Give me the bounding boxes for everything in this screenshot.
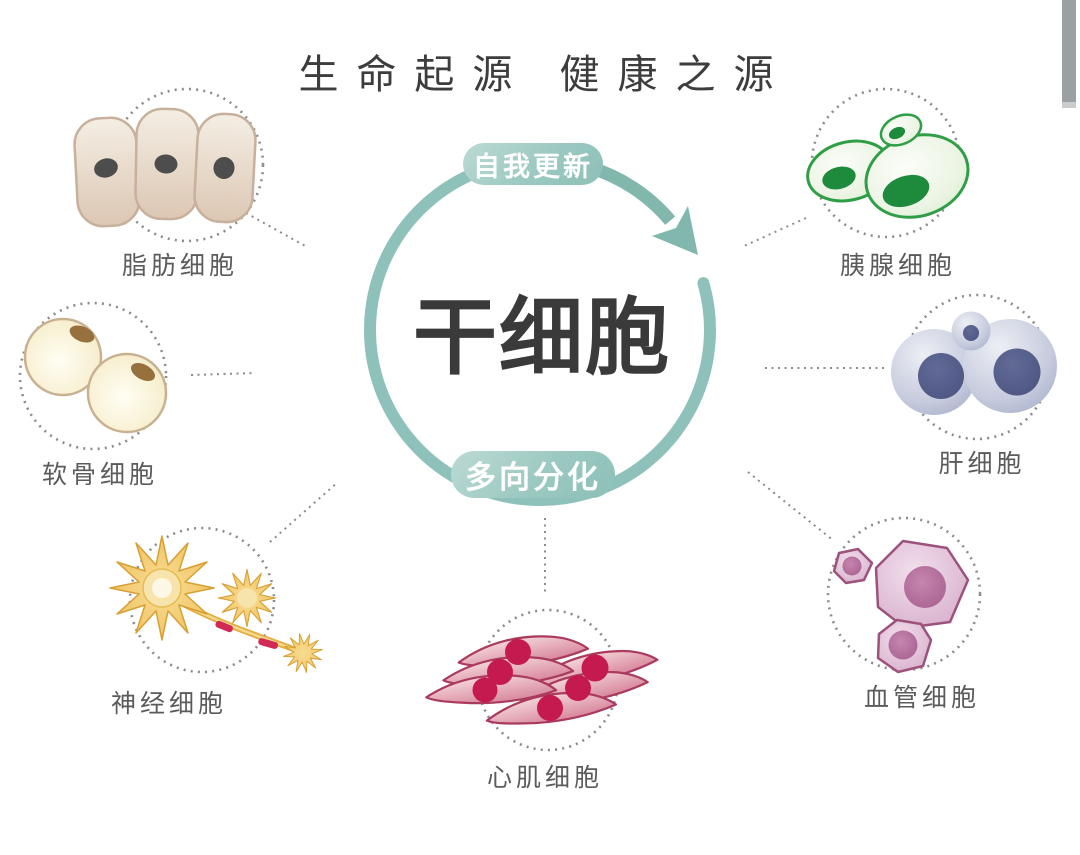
fat-cells-illustration — [73, 107, 257, 228]
stem-cell-label: 干细胞 — [412, 290, 672, 385]
fat-cells-label: 脂肪细胞 — [121, 252, 239, 280]
self-renewal-badge-label: 自我更新 — [473, 151, 593, 182]
connector-vessel — [747, 471, 835, 542]
differentiation-badge: 多向分化 — [451, 451, 615, 498]
dotted-circle-vessel — [826, 516, 982, 672]
connector-fat — [245, 212, 308, 248]
scrollbar-thumb-fade — [1062, 102, 1076, 108]
cartilage-cells-label: 软骨细胞 — [41, 461, 159, 489]
nerve-cells-illustration — [109, 535, 329, 679]
connector-nerve — [269, 481, 339, 543]
self-renewal-badge: 自我更新 — [463, 143, 603, 185]
page-title: 生命起源 健康之源 — [298, 53, 792, 97]
connector-cartilage — [190, 372, 257, 376]
arrow-icon — [652, 206, 698, 255]
vessel-cells-label: 血管细胞 — [863, 684, 981, 712]
dotted-circle-nerve — [128, 526, 276, 674]
cardiac-cells-illustration — [424, 628, 661, 732]
nerve-cells-label: 神经细胞 — [110, 690, 228, 718]
cardiac-cells-label: 心肌细胞 — [486, 764, 604, 792]
dotted-circle-cartilage — [18, 301, 168, 451]
scrollbar-thumb[interactable] — [1062, 0, 1076, 102]
connector-pancreas — [743, 217, 807, 247]
cartilage-cells-illustration — [23, 317, 168, 434]
liver-cells-illustration — [891, 311, 1057, 415]
liver-cells-label: 肝细胞 — [938, 450, 1026, 478]
pancreas-cells-illustration — [806, 113, 970, 219]
differentiation-badge-label: 多向分化 — [465, 460, 601, 495]
vessel-cells-illustration — [832, 539, 970, 674]
pancreas-cells-label: 胰腺细胞 — [839, 252, 957, 280]
arrow-arc — [587, 161, 676, 225]
